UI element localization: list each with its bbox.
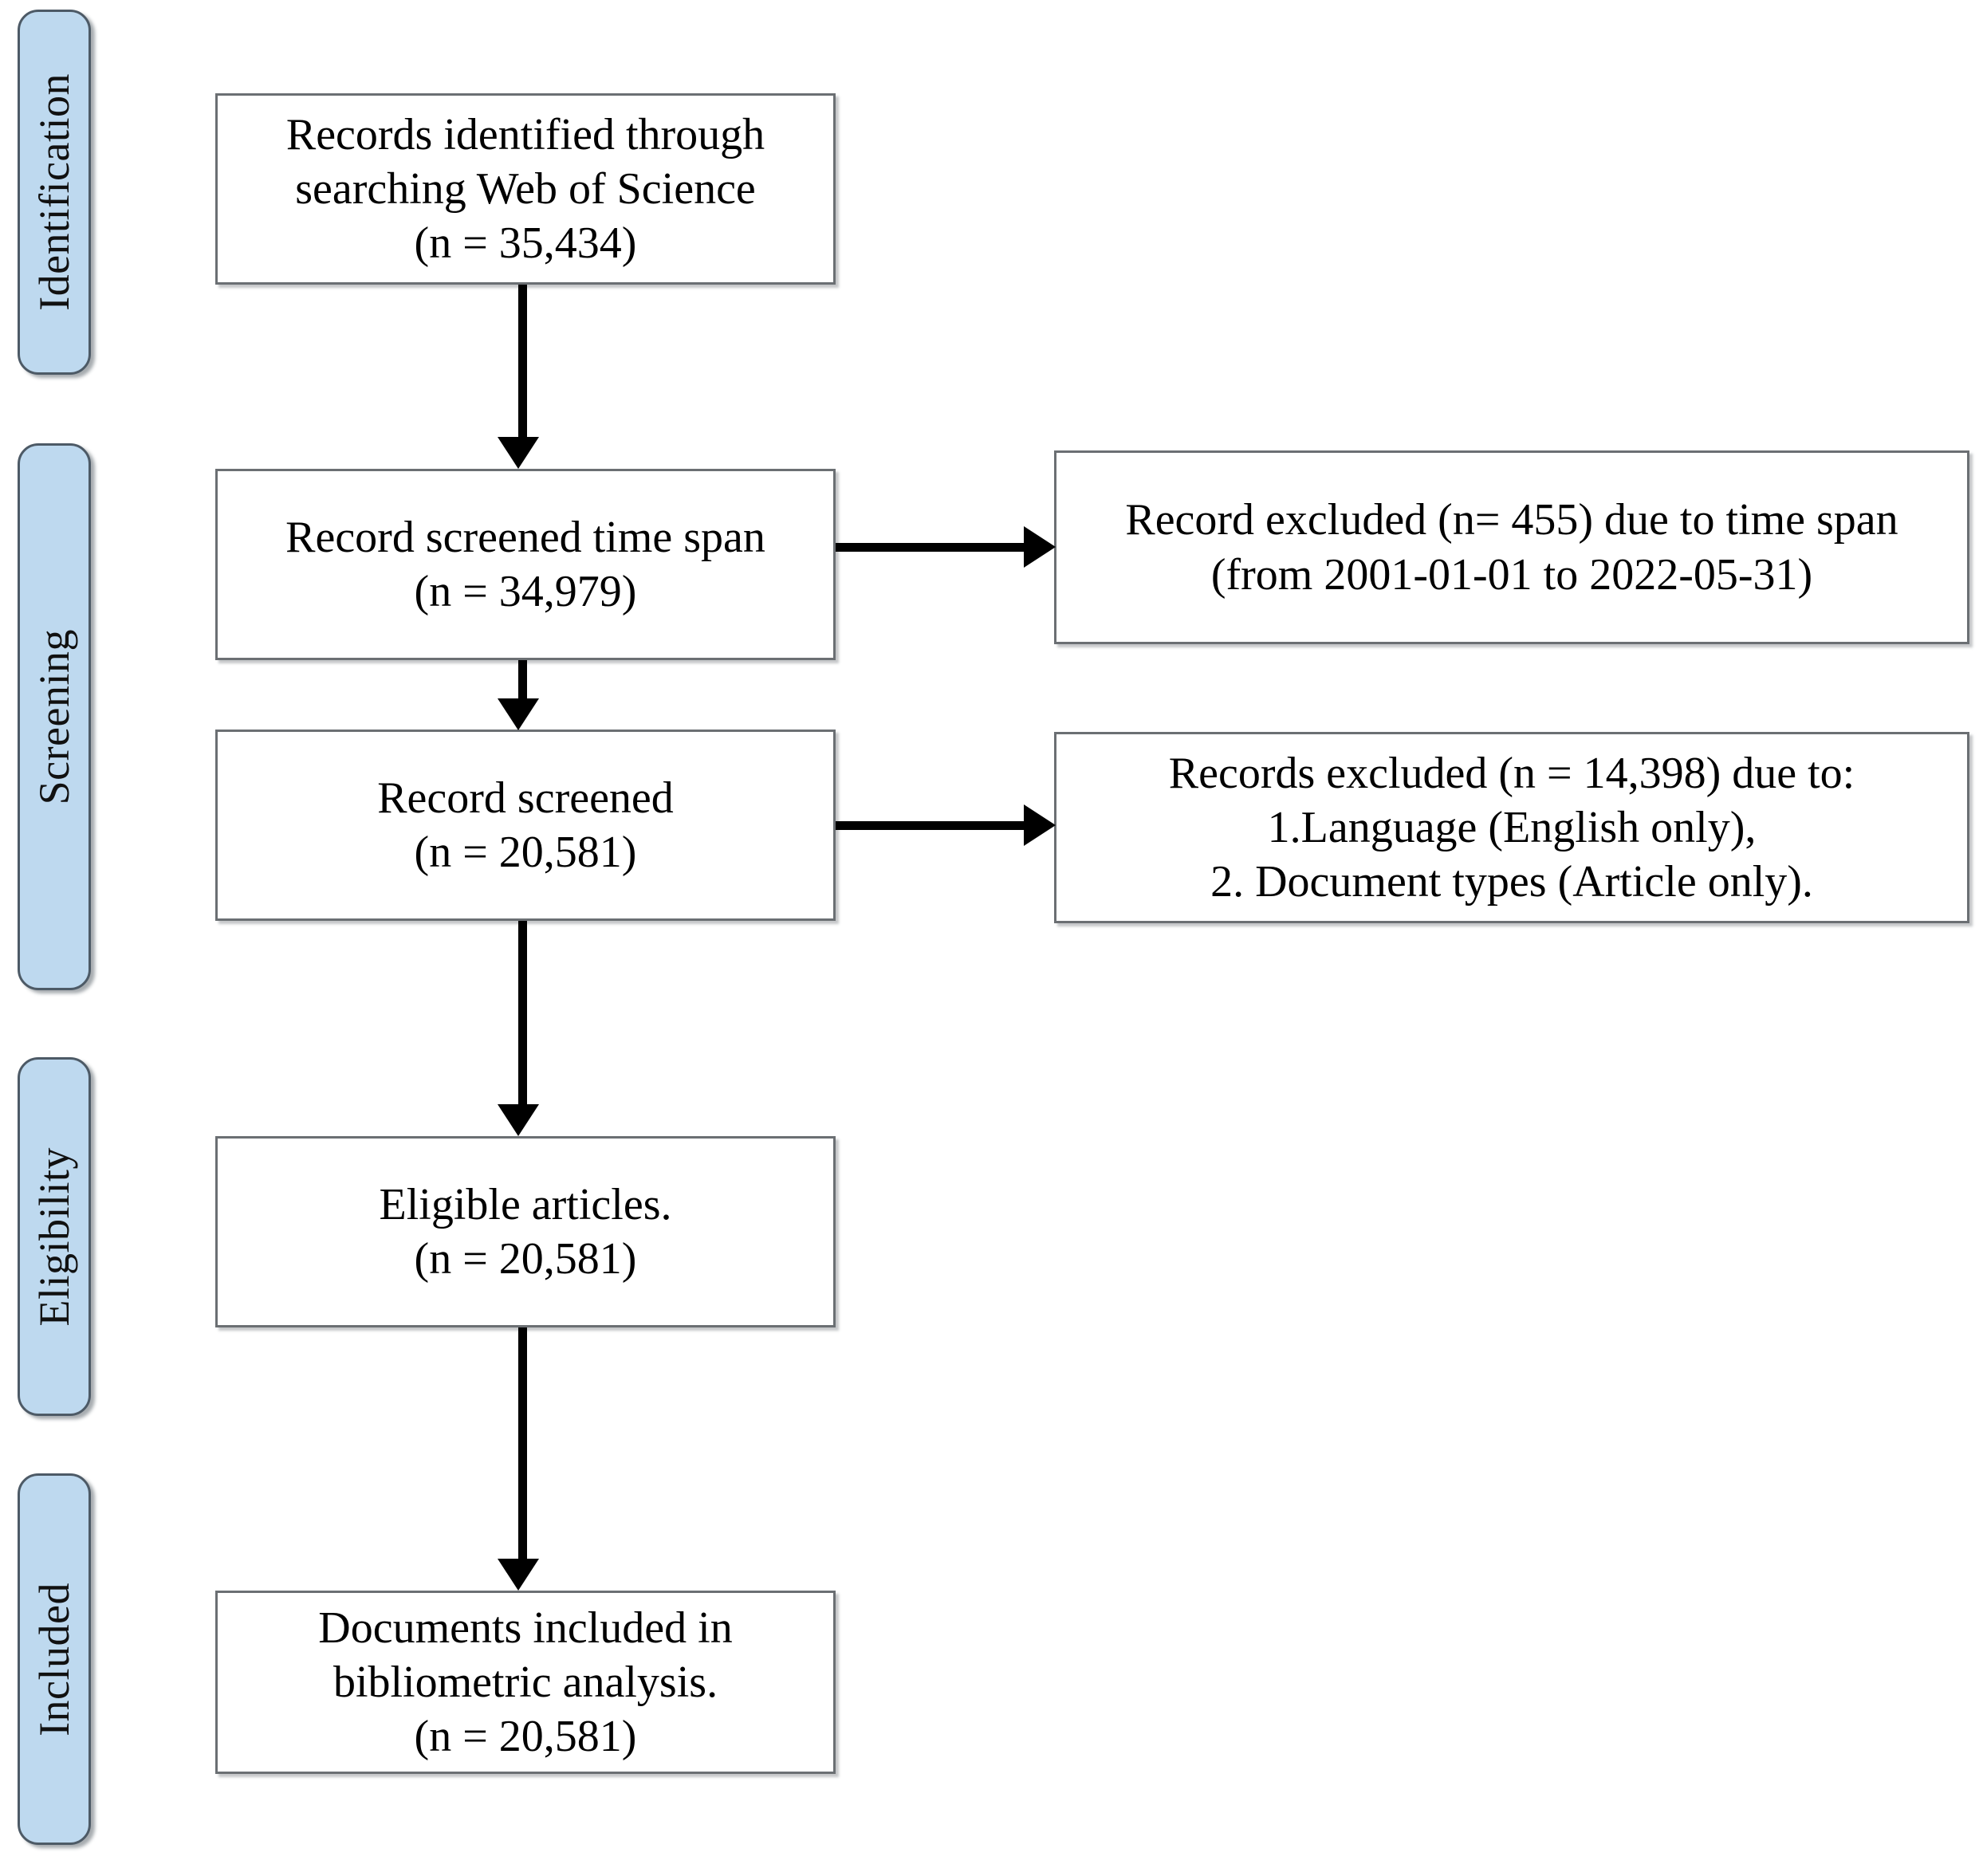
connector-timespan-to-excluded [836, 543, 1027, 552]
stage-bar-included: Included [18, 1473, 91, 1845]
arrowhead-identified-to-timespan [498, 437, 539, 469]
arrowhead-timespan-to-excluded [1024, 526, 1056, 568]
box-record-screened: Record screened (n = 20,581) [215, 730, 836, 921]
stage-label-identification: Identification [30, 73, 78, 311]
box-documents-included: Documents included in bibliometric analy… [215, 1591, 836, 1774]
stage-bar-identification: Identification [18, 10, 91, 375]
box-line: Eligible articles. [379, 1179, 672, 1229]
box-record-screened-time-span: Record screened time span (n = 34,979) [215, 469, 836, 660]
connector-identified-to-timespan [518, 285, 527, 444]
stage-bar-eligibility: Eligibility [18, 1057, 91, 1416]
connector-screened-to-eligible [518, 921, 527, 1108]
arrowhead-screened-to-eligible [498, 1104, 539, 1136]
box-line: 1.Language (English only), [1267, 802, 1757, 852]
box-line: 2. Document types (Article only). [1210, 857, 1813, 907]
box-excluded-time-span: Record excluded (n= 455) due to time spa… [1054, 450, 1969, 644]
box-line: Records excluded (n = 14,398) due to: [1168, 748, 1855, 798]
connector-timespan-to-screened [518, 660, 527, 700]
box-line: (n = 20,581) [414, 1712, 637, 1762]
box-line: (n = 35,434) [414, 218, 637, 269]
stage-label-eligibility: Eligibility [30, 1146, 78, 1327]
box-line: searching Web of Science [295, 163, 756, 214]
box-line: Documents included in [318, 1603, 733, 1653]
box-line: Record screened [377, 773, 674, 823]
box-records-identified: Records identified through searching Web… [215, 93, 836, 285]
connector-screened-to-excluded [836, 821, 1027, 830]
box-eligible-articles: Eligible articles. (n = 20,581) [215, 1136, 836, 1327]
box-line: (n = 20,581) [414, 1234, 637, 1284]
box-line: Record excluded (n= 455) due to time spa… [1125, 495, 1898, 545]
arrowhead-timespan-to-screened [498, 698, 539, 730]
box-line: (n = 20,581) [414, 828, 637, 877]
box-line: Record screened time span [285, 512, 765, 562]
stage-label-screening: Screening [30, 628, 78, 805]
arrowhead-screened-to-excluded [1024, 804, 1056, 846]
stage-bar-screening: Screening [18, 443, 91, 990]
box-excluded-language-doctype: Records excluded (n = 14,398) due to: 1.… [1054, 732, 1969, 923]
connector-eligible-to-included [518, 1327, 527, 1563]
box-line: bibliometric analysis. [332, 1657, 718, 1707]
stage-label-included: Included [30, 1582, 78, 1736]
box-line: (from 2001-01-01 to 2022-05-31) [1210, 549, 1813, 600]
box-line: (n = 34,979) [414, 567, 637, 616]
box-line: Records identified through [285, 109, 765, 159]
arrowhead-eligible-to-included [498, 1559, 539, 1591]
